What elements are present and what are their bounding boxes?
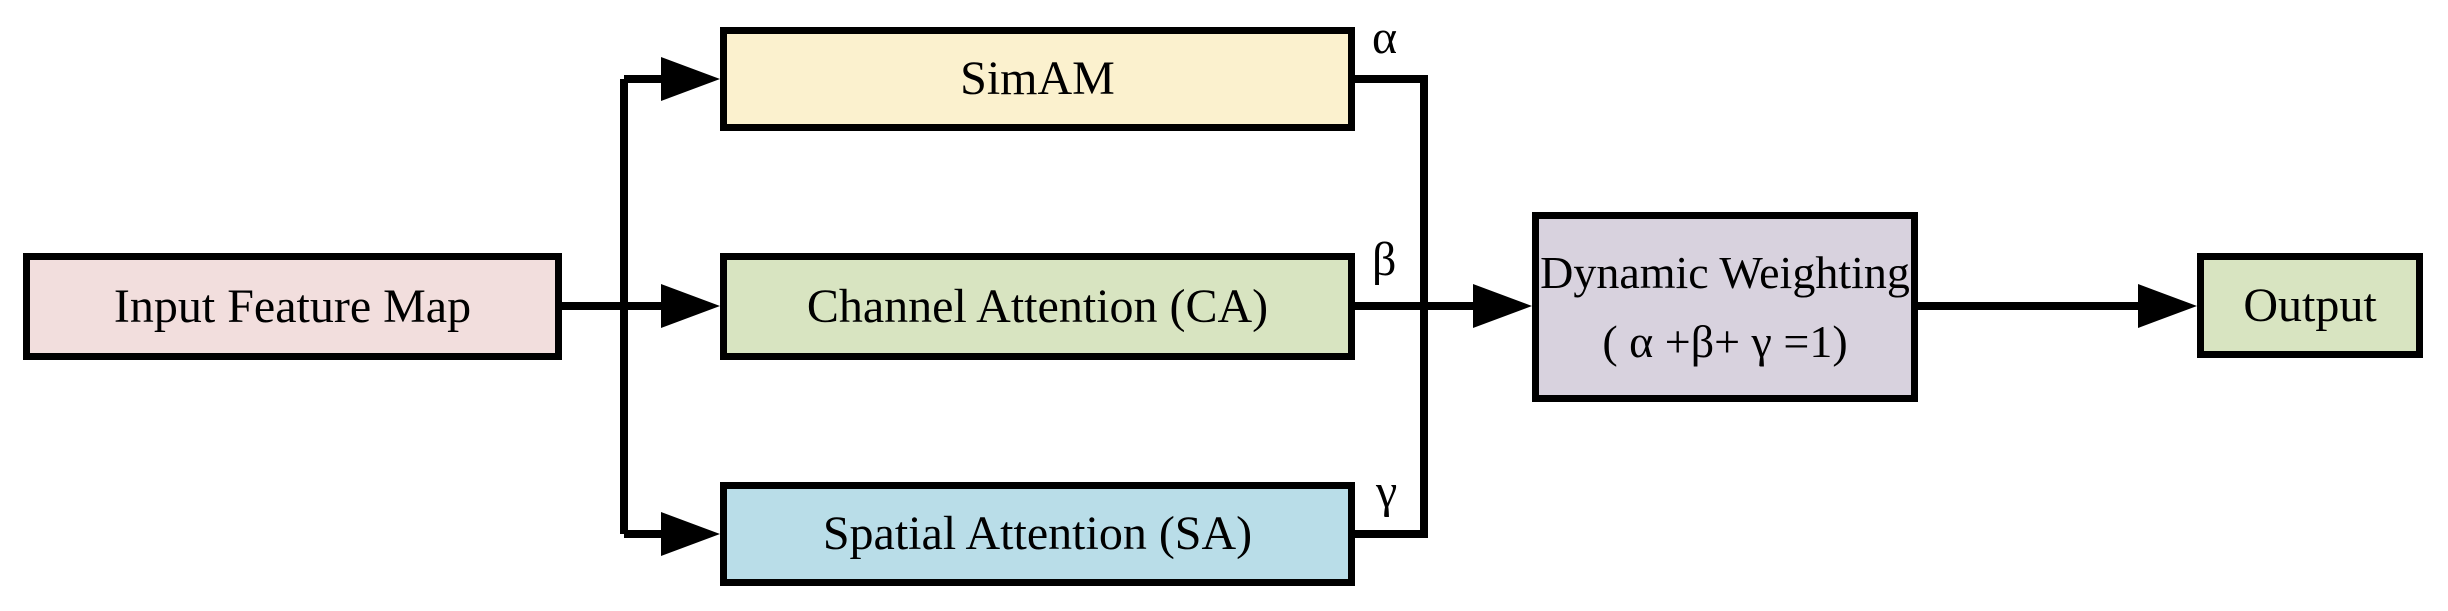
dynamic-weighting-constraint-label: ( α +β+ γ =1) xyxy=(1602,316,1848,367)
arrowhead-into-ca xyxy=(661,284,720,328)
arrowhead-into-sa xyxy=(661,512,720,556)
alpha-weight-label: α xyxy=(1372,11,1398,64)
arrowhead-into-simam xyxy=(661,57,720,101)
simam-box: SimAM xyxy=(720,27,1355,131)
arrowhead-into-output xyxy=(2138,284,2197,328)
output-box: Output xyxy=(2197,253,2423,358)
input-feature-map-label: Input Feature Map xyxy=(113,279,472,333)
dynamic-weighting-label: Dynamic Weighting xyxy=(1540,247,1910,298)
channel-attention-box: Channel Attention (CA) xyxy=(720,253,1355,360)
spatial-attention-label: Spatial Attention (SA) xyxy=(822,507,1253,561)
arrowhead-into-dynamic-weighting xyxy=(1473,284,1532,328)
channel-attention-label: Channel Attention (CA) xyxy=(806,279,1269,333)
input-feature-map-box: Input Feature Map xyxy=(23,253,562,360)
output-label: Output xyxy=(2243,278,2377,332)
gamma-weight-label: γ xyxy=(1376,465,1398,518)
simam-label: SimAM xyxy=(960,52,1115,106)
beta-weight-label: β xyxy=(1372,233,1397,286)
spatial-attention-box: Spatial Attention (SA) xyxy=(720,482,1355,586)
dynamic-weighting-box: Dynamic Weighting ( α +β+ γ =1) xyxy=(1532,212,1918,402)
